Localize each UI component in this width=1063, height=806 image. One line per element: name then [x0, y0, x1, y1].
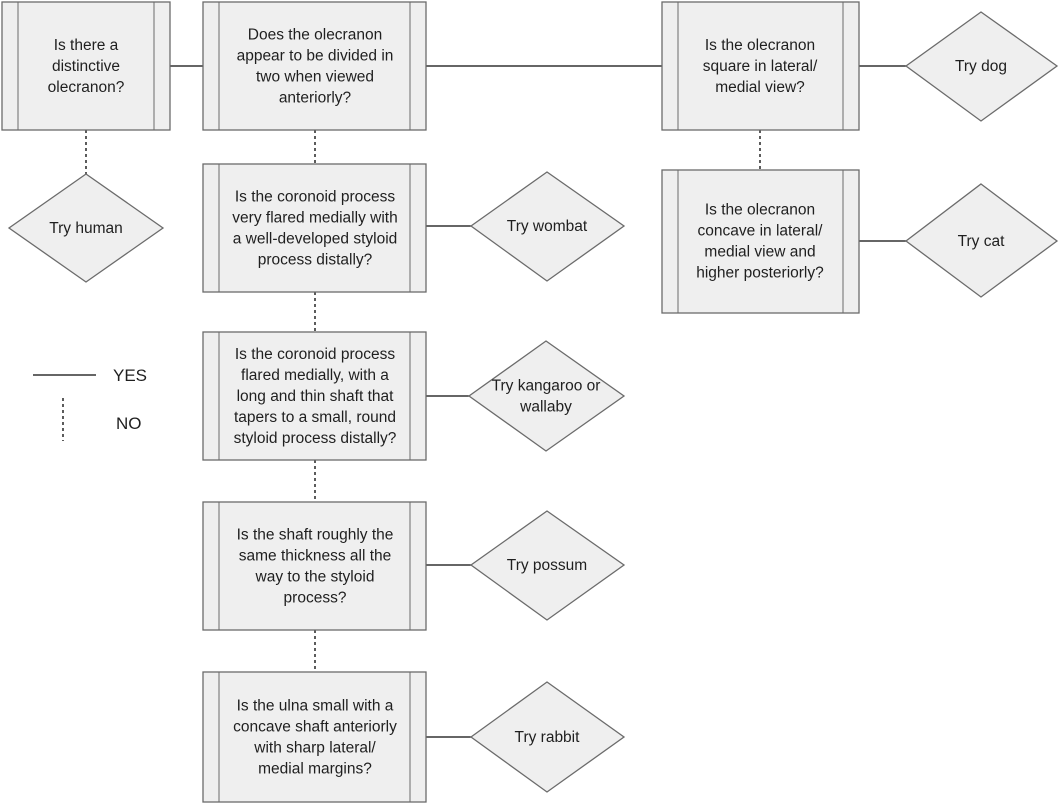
result-text: Try kangaroo or wallaby — [492, 378, 601, 416]
result-diamond-rabbit: Try rabbit — [469, 681, 626, 793]
text-line: anteriorly? — [279, 90, 352, 107]
question-text: Is the olecranon square in lateral/medial… — [703, 37, 818, 96]
legend-yes-label: YES — [113, 366, 147, 385]
result-text: Try possum — [507, 557, 587, 574]
text-line: process distally? — [258, 252, 373, 269]
question-text: Is the coronoid process very flared media… — [232, 189, 397, 269]
text-line: medial view and — [704, 244, 815, 261]
text-line: Is the shaft roughly the — [237, 527, 394, 544]
text-line: a well-developed styloid — [233, 231, 398, 248]
text-line: very flared medially with — [232, 210, 397, 227]
text-line: with sharp lateral/ — [253, 740, 376, 757]
result-text: Try wombat — [507, 218, 588, 235]
text-line: Try cat — [958, 233, 1005, 250]
text-line: appear to be divided in — [237, 48, 394, 65]
text-line: flared medially, with a — [241, 367, 389, 384]
question-box-divided: Does the olecranon appear to be divided i… — [202, 1, 427, 131]
text-line: wallaby — [519, 399, 572, 416]
result-text: Try human — [49, 220, 123, 237]
text-line: way to the styloid — [255, 569, 375, 586]
text-line: Try human — [49, 220, 123, 237]
result-text: Try dog — [955, 58, 1007, 75]
text-line: Try dog — [955, 58, 1007, 75]
text-line: concave shaft anteriorly — [233, 719, 397, 736]
question-text: Is the coronoid process flared medially, … — [234, 346, 397, 447]
text-line: Does the olecranon — [248, 27, 382, 44]
question-box-ulna: Is the ulna small with a concave shaft an… — [202, 671, 427, 803]
connectors — [85, 65, 906, 738]
question-box-square: Is the olecranon square in lateral/medial… — [661, 1, 860, 131]
text-line: styloid process distally? — [234, 430, 397, 447]
question-text: Is the shaft roughly the same thickness a… — [237, 527, 394, 607]
text-line: Is the olecranon — [705, 37, 815, 54]
text-line: Try possum — [507, 557, 587, 574]
question-box-olecranon: Is there a distinctive olecranon? — [1, 1, 171, 131]
text-line: same thickness all the — [239, 548, 392, 565]
text-line: square in lateral/ — [703, 58, 818, 75]
result-text: Try cat — [958, 233, 1005, 250]
text-line: Is the ulna small with a — [237, 698, 394, 715]
text-line: Is the olecranon — [705, 202, 815, 219]
question-text: Is there a distinctive olecranon? — [48, 37, 125, 96]
question-text: Is the olecranon concave in lateral/media… — [696, 202, 824, 282]
result-text: Try rabbit — [515, 729, 581, 746]
question-box-concave: Is the olecranon concave in lateral/media… — [661, 169, 860, 314]
result-diamond-kangaroo: Try kangaroo or wallaby — [467, 340, 626, 452]
text-line: Is the coronoid process — [235, 189, 396, 206]
text-line: long and thin shaft that — [237, 388, 395, 405]
text-line: Try wombat — [507, 218, 588, 235]
text-line: tapers to a small, round — [234, 409, 396, 426]
result-diamond-wombat: Try wombat — [469, 171, 626, 282]
result-diamond-dog: Try dog — [904, 11, 1059, 122]
question-text: Is the ulna small with a concave shaft an… — [233, 698, 397, 778]
text-line: concave in lateral/ — [698, 223, 824, 240]
question-text: Does the olecranon appear to be divided i… — [237, 27, 394, 107]
question-box-flared: Is the coronoid process flared medially, … — [202, 331, 427, 461]
text-line: Try kangaroo or — [492, 378, 601, 395]
legend: YES NO — [33, 366, 147, 441]
result-diamond-cat: Try cat — [904, 183, 1059, 298]
text-line: olecranon? — [48, 79, 125, 96]
question-box-very-flared: Is the coronoid process very flared media… — [202, 163, 427, 293]
legend-no-label: NO — [116, 414, 142, 433]
text-line: Is the coronoid process — [235, 346, 396, 363]
result-diamond-human: Try human — [7, 173, 165, 283]
question-box-shaft: Is the shaft roughly the same thickness a… — [202, 501, 427, 631]
text-line: process? — [284, 590, 347, 607]
text-line: Try rabbit — [515, 729, 581, 746]
result-diamond-possum: Try possum — [469, 510, 626, 621]
text-line: two when viewed — [256, 69, 374, 86]
text-line: Is there a — [54, 37, 119, 54]
text-line: medial view? — [715, 79, 805, 96]
text-line: medial margins? — [258, 761, 372, 778]
text-line: distinctive — [52, 58, 120, 75]
text-line: higher posteriorly? — [696, 265, 824, 282]
